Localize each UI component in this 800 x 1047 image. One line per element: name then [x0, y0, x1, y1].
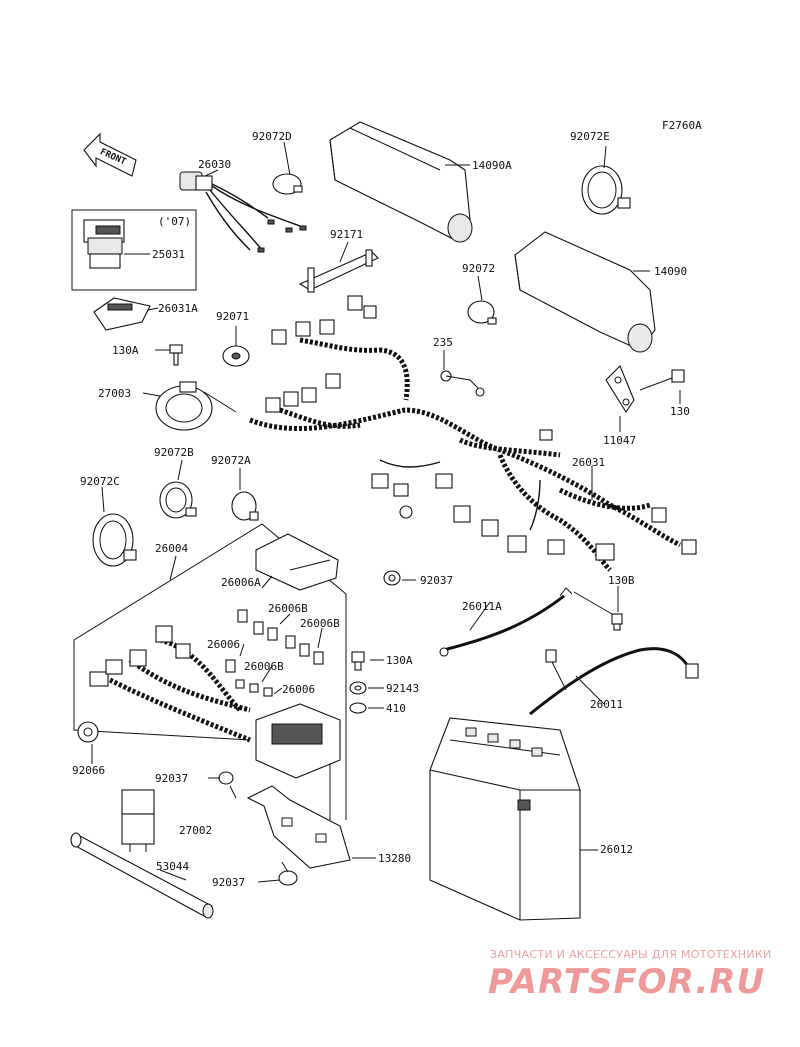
callout-26011A: 26011A — [462, 600, 502, 613]
callout-92171: 92171 — [330, 228, 363, 241]
clamp-92037-mid — [383, 570, 401, 586]
clamp-92072A — [231, 491, 259, 521]
callout-130A-top: 130A — [112, 344, 139, 357]
battery-cable-26011A — [439, 587, 613, 657]
front-arrow: FRONT — [83, 132, 137, 177]
figure-code: F2760A — [662, 119, 702, 132]
clamp-92072E — [581, 165, 631, 215]
callout-130: 130 — [670, 405, 690, 418]
callout-26006B-2: 26006B — [300, 617, 340, 630]
washer-410 — [349, 702, 367, 714]
clamp-92072 — [467, 300, 497, 325]
callout-130A-mid: 130A — [386, 654, 413, 667]
callout-26006B-3: 26006B — [244, 660, 284, 673]
clamp-92037-bottom — [278, 861, 298, 886]
callout-92072D: 92072D — [252, 130, 292, 143]
callout-92037-bottom: 92037 — [212, 876, 245, 889]
callout-410: 410 — [386, 702, 406, 715]
callout-92037-mid: 92037 — [420, 574, 453, 587]
relay-27002 — [121, 789, 155, 852]
callout-14090: 14090 — [654, 265, 687, 278]
callout-13280: 13280 — [378, 852, 411, 865]
screw-235 — [440, 370, 485, 397]
cover-14090 — [514, 231, 656, 353]
callout-92072B: 92072B — [154, 446, 194, 459]
callout-53044: 53044 — [156, 860, 189, 873]
callout-11047: 11047 — [603, 434, 636, 447]
callout-14090A: 14090A — [472, 159, 512, 172]
callout-27003: 27003 — [98, 387, 131, 400]
sub-harness-26030 — [179, 171, 307, 253]
meter-box-25031 — [71, 209, 197, 291]
callout-92072: 92072 — [462, 262, 495, 275]
clamp-92072C — [92, 513, 137, 567]
battery-cable-26011 — [529, 647, 699, 716]
horn-27003 — [155, 381, 237, 431]
callout-labels: 92072D 26030 14090A 92072E ('07) 25031 9… — [72, 130, 690, 889]
battery-26012 — [429, 717, 581, 921]
cover-14090A — [329, 121, 473, 243]
bolt-130A-top — [169, 344, 183, 366]
watermark-brand: PARTSFOR.RU — [488, 962, 766, 1002]
callout-07: ('07) — [158, 215, 191, 228]
callout-26031: 26031 — [572, 456, 605, 469]
callout-92072A: 92072A — [211, 454, 251, 467]
grommet-92071 — [222, 345, 250, 367]
callout-92072C: 92072C — [80, 475, 120, 488]
callout-26004: 26004 — [155, 542, 188, 555]
callout-26030: 26030 — [198, 158, 231, 171]
callout-26031A: 26031A — [158, 302, 198, 315]
callout-26011: 26011 — [590, 698, 623, 711]
callout-92072E: 92072E — [570, 130, 610, 143]
callout-26006-2: 26006 — [282, 683, 315, 696]
main-harness-26031 — [249, 295, 697, 572]
clamp-92072D — [272, 173, 303, 195]
grommet-92066 — [77, 721, 99, 743]
fuse-box-harness-26004 — [73, 523, 347, 820]
callout-26006A: 26006A — [221, 576, 261, 589]
callout-92066: 92066 — [72, 764, 105, 777]
callout-27002: 27002 — [179, 824, 212, 837]
bolt-130 — [639, 369, 685, 391]
clamp-92037-low — [218, 771, 237, 799]
callout-26006: 26006 — [207, 638, 240, 651]
watermark-tagline: ЗАПЧАСТИ И АКСЕССУАРЫ ДЛЯ МОТОТЕХНИКИ — [490, 948, 772, 961]
callout-92143: 92143 — [386, 682, 419, 695]
clamp-92072B — [159, 481, 197, 519]
bolt-130B — [611, 613, 623, 631]
bracket-92171 — [298, 249, 379, 293]
callout-130B: 130B — [608, 574, 635, 587]
callout-235: 235 — [433, 336, 453, 349]
meter-26031A — [93, 297, 151, 331]
bracket-11047 — [605, 365, 635, 414]
callout-26012: 26012 — [600, 843, 633, 856]
callout-92037-low: 92037 — [155, 772, 188, 785]
callout-25031: 25031 — [152, 248, 185, 261]
bracket-13280 — [246, 785, 351, 869]
callout-26006B-1: 26006B — [268, 602, 308, 615]
callout-92071: 92071 — [216, 310, 249, 323]
tube-53044 — [70, 832, 214, 919]
bolt-130A-mid — [351, 651, 365, 671]
leader-lines — [91, 141, 681, 883]
nut-92143 — [349, 681, 367, 695]
